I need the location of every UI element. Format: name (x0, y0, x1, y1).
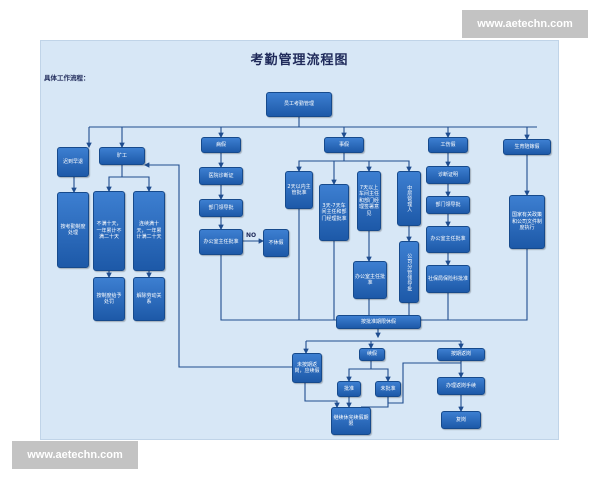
node-p-over-seven: 7天以上车间主任和部门经理签署意见 (357, 171, 381, 231)
node-p-office: 办公室主任批准 (353, 261, 387, 299)
watermark-top: www.aetechn.com (462, 10, 588, 38)
node-absent-short-result: 按制度给予处罚 (93, 277, 125, 321)
node-approved: 批准 (337, 381, 361, 397)
node-injury: 工伤假 (428, 137, 468, 153)
node-personal: 事假 (324, 137, 364, 153)
node-p-company: 公司分管领导批 (399, 241, 419, 303)
node-return-proc: 办理返岗手续 (437, 377, 485, 395)
node-extend: 续假 (359, 348, 385, 361)
flowchart-sheet: 考勤管理流程图 具体工作流程： (40, 40, 559, 440)
node-i-office: 办公室主任批准 (426, 226, 470, 253)
node-sick-office: 办公室主任批准 (199, 229, 243, 255)
no-label: NO (246, 232, 257, 239)
node-sick: 病假 (201, 137, 241, 153)
node-continue-leave: 继续休完续假期限 (331, 407, 371, 435)
node-unreturned: 未按期返岗，应续假 (292, 353, 322, 383)
node-late: 迟到早退 (57, 147, 89, 177)
node-not-approved: 未批准 (375, 381, 401, 397)
node-resume: 复岗 (441, 411, 481, 429)
node-return: 按期返岗 (437, 348, 485, 361)
node-absent-long: 连续满十天，一年累计满二十天 (133, 191, 165, 271)
node-maternity: 生育陪嫁假 (503, 139, 551, 155)
node-i-cert: 诊断证明 (426, 166, 470, 184)
node-root: 员工考勤管理 (266, 92, 332, 117)
node-absent-long-result: 解除劳动关系 (133, 277, 165, 321)
node-i-leader: 部门领导批 (426, 196, 470, 214)
node-confirm: 按批准期限休假 (336, 315, 421, 329)
node-p-three-seven: 3天-7天车间主任和部门经理批准 (319, 184, 349, 241)
node-absent: 旷工 (99, 147, 145, 165)
node-p-mid-mgr: 中层管理人 (397, 171, 421, 226)
diagram-title: 考勤管理流程图 (250, 53, 349, 68)
node-m-policy: 国家有关政策和公司文件制度执行 (509, 195, 545, 249)
node-sick-leader: 部门领导批 (199, 199, 243, 217)
node-sick-cert: 医院诊断证 (199, 167, 243, 185)
node-absent-short: 不满十天，一年累计不满二十天 (93, 191, 125, 271)
node-p-two-days: 2天以内主管批准 (285, 171, 313, 209)
watermark-bottom: www.aetechn.com (12, 441, 138, 469)
node-i-social: 社保局保险科批准 (426, 265, 470, 293)
node-late-rule: 按考勤制度处理 (57, 192, 89, 268)
diagram-subtitle: 具体工作流程： (44, 74, 90, 82)
node-reject: 不休假 (263, 229, 289, 257)
